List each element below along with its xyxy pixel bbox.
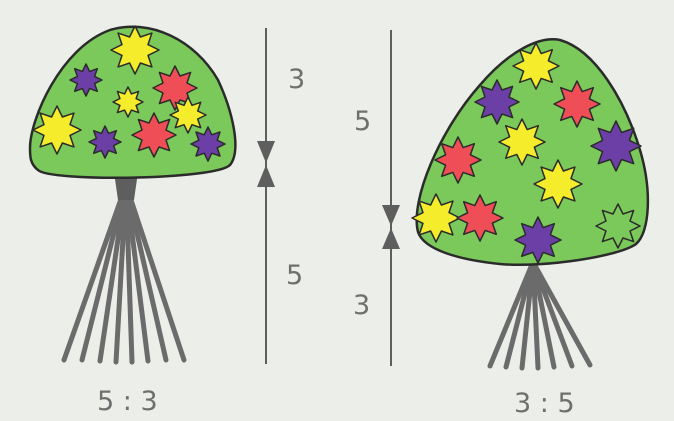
right-tree-stem [490, 262, 590, 368]
left-tree-stem [64, 185, 184, 362]
right-upper-segment-label: 5 [354, 108, 371, 135]
left-upper-segment-label: 3 [288, 66, 305, 93]
left-scale-arrow-down [257, 141, 275, 163]
right-tree-stars [412, 43, 641, 263]
left-scale [257, 28, 275, 364]
right-scale-arrow-up [382, 228, 400, 249]
left-scale-arrow-up [257, 165, 275, 187]
left-lower-segment-label: 5 [286, 262, 303, 289]
right-lower-segment-label: 3 [353, 292, 370, 319]
right-ratio-caption: 3 : 5 [514, 390, 575, 417]
left-ratio-caption: 5 : 3 [97, 388, 158, 415]
right-scale [382, 30, 400, 366]
right-scale-arrow-down [382, 205, 400, 226]
